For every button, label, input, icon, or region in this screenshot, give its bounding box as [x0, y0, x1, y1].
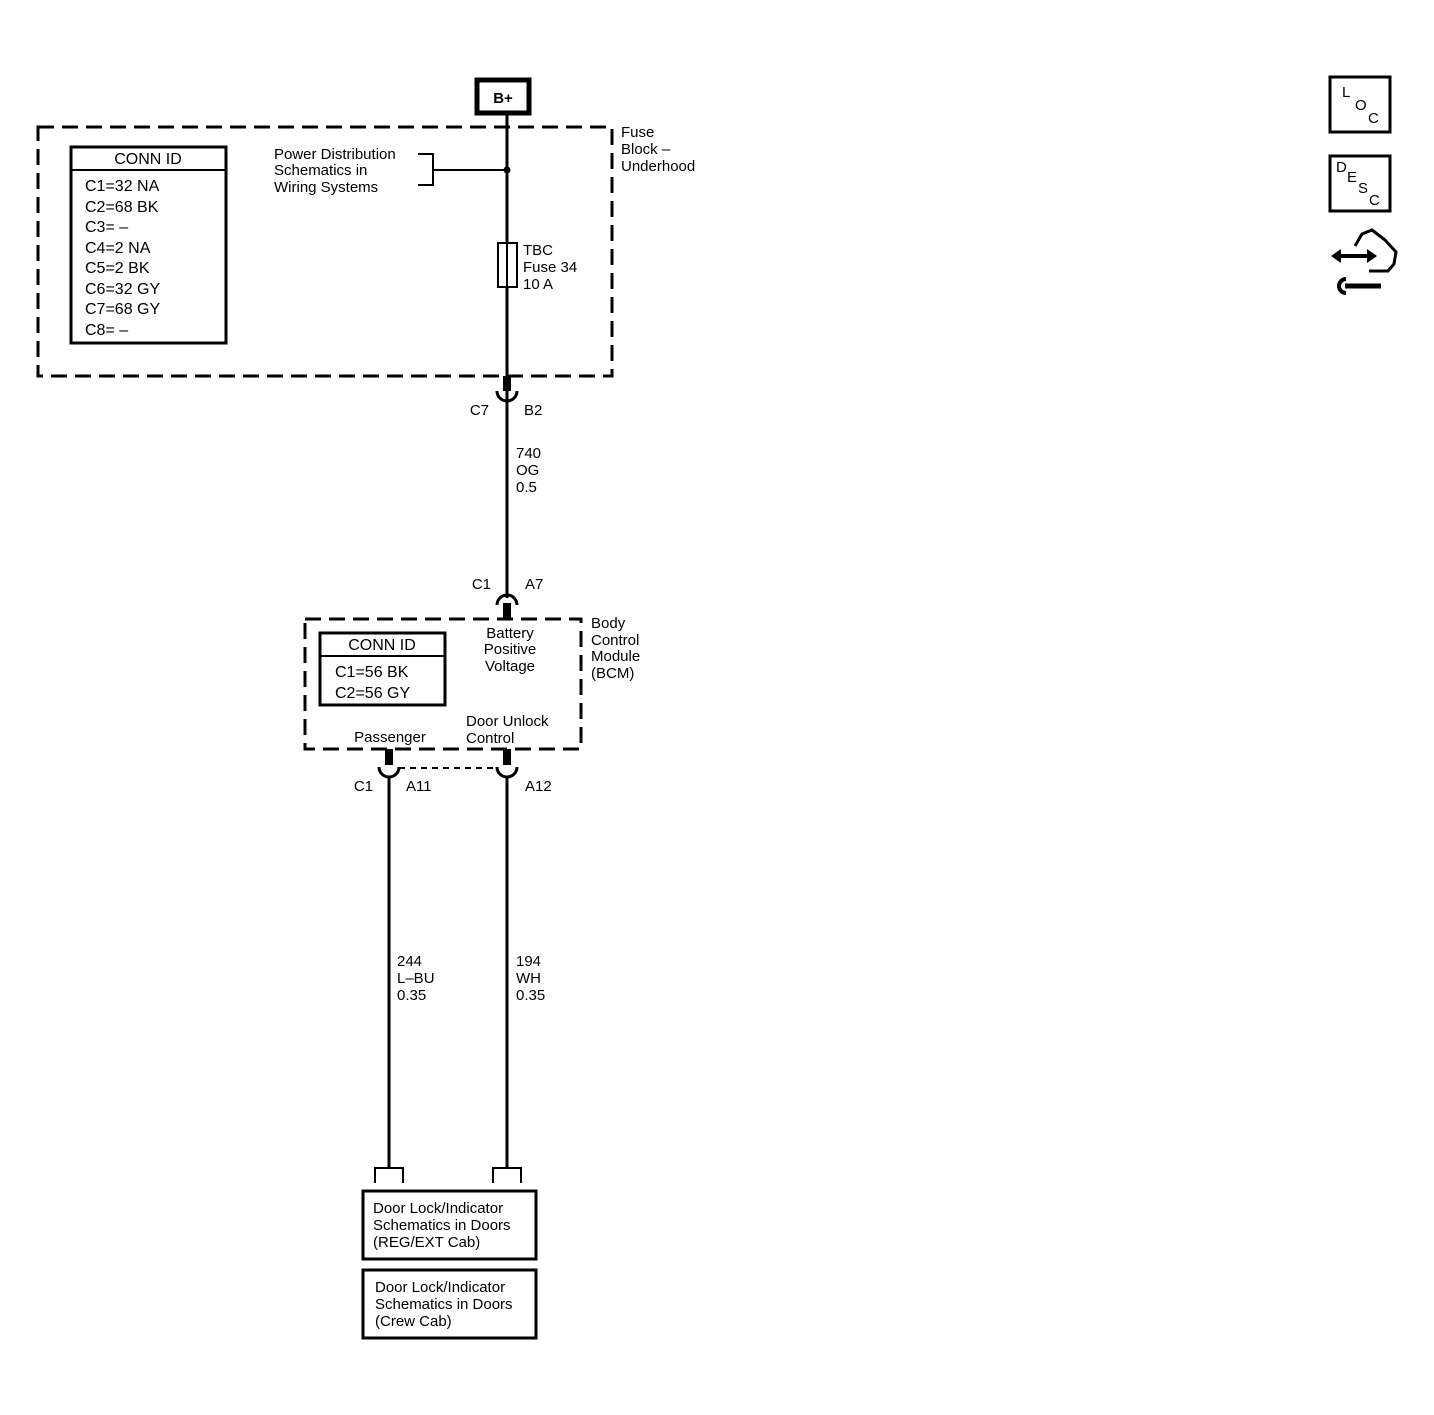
bcm-title: Body Control Module (BCM): [591, 615, 640, 682]
bcm-pin-label-line: Control: [466, 730, 514, 747]
loc-button[interactable]: L O C: [1328, 75, 1392, 134]
hand-wrench-arrows-icon[interactable]: [1331, 228, 1398, 295]
connector-cup: [495, 766, 519, 779]
fuse-label-line: Fuse 34: [523, 259, 577, 276]
connector-pin: B2: [524, 402, 542, 419]
reference-line: (Crew Cab): [375, 1313, 452, 1330]
wire-194-label: 194 WH 0.35: [516, 953, 545, 1004]
conn-id-row: C2=56 GY: [335, 685, 410, 702]
wire-color: L–BU: [397, 970, 435, 987]
conn-id-row: C2=68 BK: [85, 199, 159, 216]
fuse-block-title-line: Fuse: [621, 124, 654, 141]
conn-id-row: C5=2 BK: [85, 260, 150, 277]
connector-pin: A12: [525, 778, 552, 795]
conn-id-row: C7=68 GY: [85, 301, 160, 318]
wire-gauge: 0.5: [516, 479, 537, 496]
bcm-pin-label-line: Voltage: [485, 658, 535, 675]
connector-id: C1: [472, 576, 491, 593]
desc-letter: C: [1369, 192, 1380, 209]
connector-id: C1: [354, 778, 373, 795]
bcm-title-line: Body: [591, 615, 626, 632]
desc-letter: S: [1358, 180, 1368, 197]
fuse-block-conn-id-table: CONN ID C1=32 NA C2=68 BK C3= – C4=2 NA …: [69, 145, 228, 345]
bcm-title-line: Control: [591, 632, 639, 649]
passenger-label: Passenger: [354, 729, 426, 746]
conn-id-header: CONN ID: [348, 637, 416, 654]
reference-line: (REG/EXT Cab): [373, 1234, 480, 1251]
door-unlock-control-label: Door Unlock Control: [466, 713, 549, 747]
conn-id-row: C1=56 BK: [335, 664, 409, 681]
power-distribution-ref-line: Schematics in: [274, 162, 367, 179]
connector-c7-b2: C7 B2: [470, 376, 542, 598]
fuse-label-line: TBC: [523, 242, 553, 259]
desc-letter: D: [1336, 159, 1347, 176]
power-distribution-ref-line: Wiring Systems: [274, 179, 378, 196]
wire-244-label: 244 L–BU 0.35: [397, 953, 435, 1004]
reference-line: Schematics in Doors: [375, 1296, 513, 1313]
fuse-block-title-line: Underhood: [621, 158, 695, 175]
wire-color: WH: [516, 970, 541, 987]
door-lock-reference-reg-ext[interactable]: Door Lock/Indicator Schematics in Doors …: [361, 1189, 538, 1261]
wire-end-bracket: [492, 1167, 522, 1183]
fuse-block-outline: [36, 125, 614, 378]
bcm-pin-label-line: Positive: [484, 641, 537, 658]
wire-circuit-number: 194: [516, 953, 541, 970]
wire-740-label: 740 OG 0.5: [516, 445, 541, 496]
conn-id-row: C6=32 GY: [85, 281, 160, 298]
loc-letter: C: [1368, 110, 1379, 127]
reference-bracket: [418, 153, 434, 186]
power-distribution-reference[interactable]: Power Distribution Schematics in Wiring …: [274, 146, 511, 196]
conn-id-row: C1=32 NA: [85, 178, 160, 195]
connector-c1-a7: C1 A7: [472, 576, 543, 619]
reference-line: Schematics in Doors: [373, 1217, 511, 1234]
fuse-block-title: Fuse Block – Underhood: [621, 124, 695, 175]
bcm-title-line: (BCM): [591, 665, 634, 682]
connector-c1-a11-a12: C1 A11 A12: [354, 749, 552, 795]
fuse-34: TBC Fuse 34 10 A: [497, 242, 577, 293]
conn-id-row: C8= –: [85, 322, 128, 339]
connector-cup: [377, 766, 401, 779]
battery-positive-voltage-label: Battery Positive Voltage: [484, 625, 537, 675]
battery-positive-source: B+: [474, 77, 532, 116]
door-lock-reference-crew-cab[interactable]: Door Lock/Indicator Schematics in Doors …: [361, 1268, 538, 1340]
fuse-block-title-line: Block –: [621, 141, 671, 158]
wire-color: OG: [516, 462, 539, 479]
wire-end-bracket: [374, 1167, 404, 1183]
wire-gauge: 0.35: [516, 987, 545, 1004]
bcm-outline: [303, 617, 583, 751]
conn-id-row: C4=2 NA: [85, 240, 151, 257]
loc-letter: O: [1355, 97, 1367, 114]
bcm-title-line: Module: [591, 648, 640, 665]
desc-letter: E: [1347, 169, 1357, 186]
connector-pin: A7: [525, 576, 543, 593]
splice-dot: [503, 166, 511, 174]
bplus-label: B+: [493, 90, 513, 107]
bcm-pin-label-line: Battery: [486, 625, 534, 642]
connector-cup: [495, 593, 519, 606]
connector-id: C7: [470, 402, 489, 419]
wire-circuit-number: 244: [397, 953, 422, 970]
wire-gauge: 0.35: [397, 987, 426, 1004]
wire-circuit-number: 740: [516, 445, 541, 462]
fuse-label-line: 10 A: [523, 276, 553, 293]
conn-id-header: CONN ID: [114, 151, 182, 168]
power-distribution-ref-line: Power Distribution: [274, 146, 396, 163]
desc-button[interactable]: D E S C: [1328, 154, 1392, 213]
bcm-pin-label-line: Door Unlock: [466, 713, 549, 730]
connector-pin: A11: [406, 778, 432, 795]
reference-line: Door Lock/Indicator: [375, 1279, 505, 1296]
loc-letter: L: [1342, 84, 1350, 101]
reference-line: Door Lock/Indicator: [373, 1200, 503, 1217]
conn-id-row: C3= –: [85, 219, 128, 236]
bcm-conn-id-table: CONN ID C1=56 BK C2=56 GY: [318, 631, 447, 707]
